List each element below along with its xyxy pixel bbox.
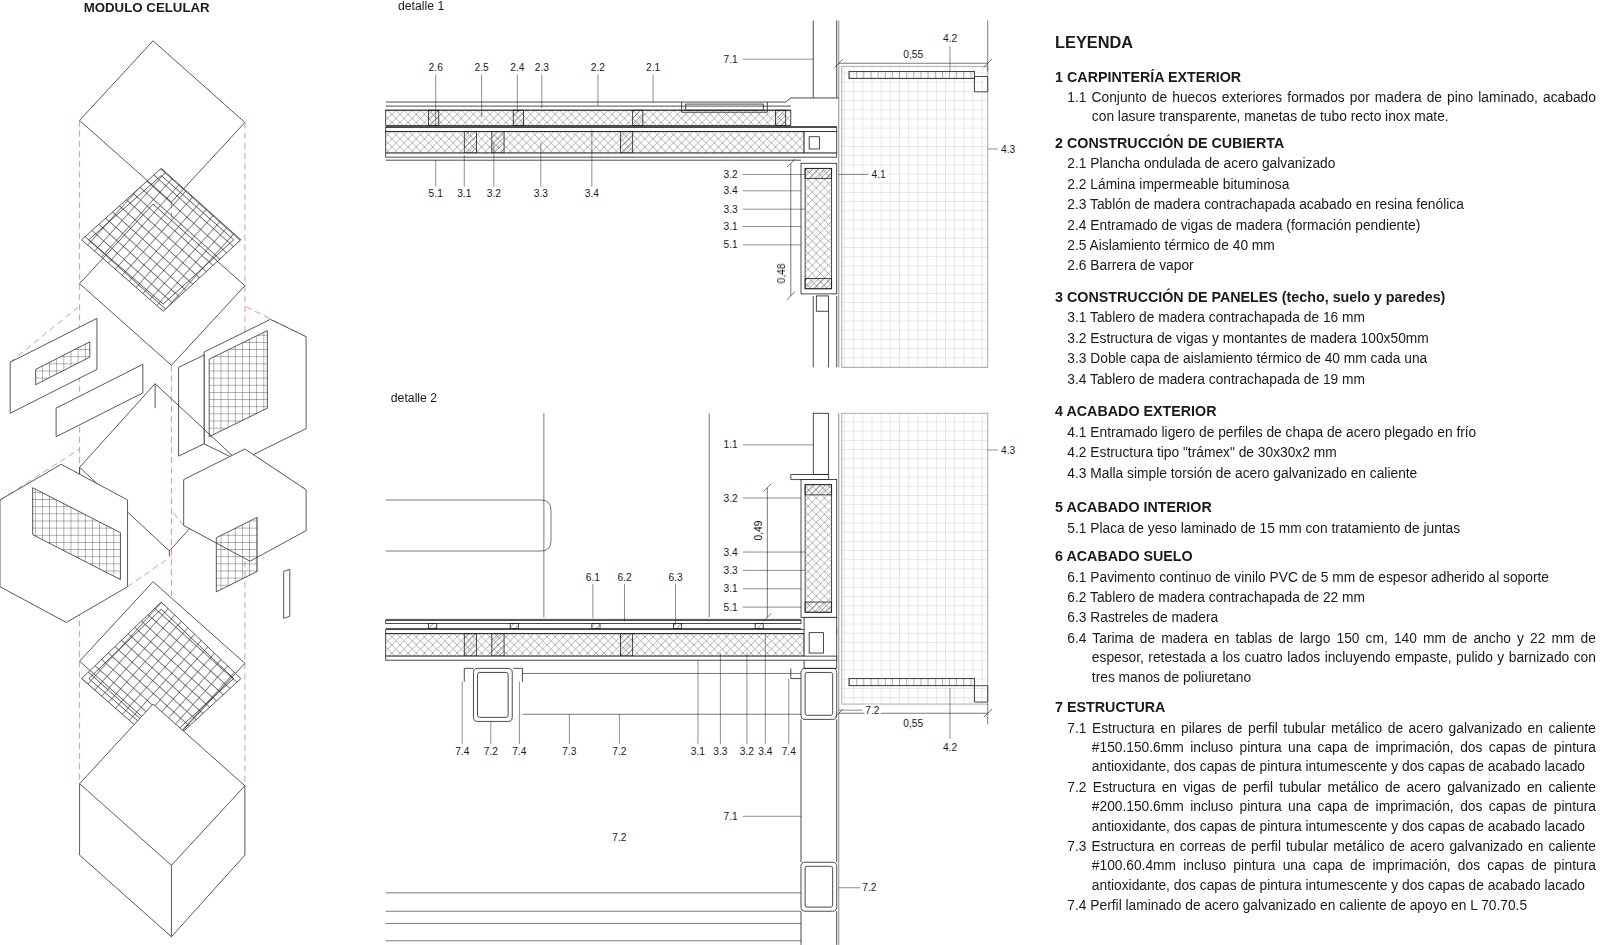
callout-number: 7.2 (864, 705, 880, 716)
callout-number: 3.3 (722, 204, 738, 215)
callout-number: 6.1 (585, 572, 601, 583)
legend-item: 2.5 Aislamiento térmico de 40 mm (1067, 236, 1596, 255)
callout-number: 0,48 (776, 263, 787, 285)
callout-number: 7.4 (781, 745, 797, 756)
callout-number: 2.4 (509, 62, 525, 73)
legend-item: 6.3 Rastreles de madera (1067, 608, 1596, 627)
callout-number: 3.4 (722, 185, 738, 196)
callout-number: 0,49 (753, 520, 764, 542)
callout-number: 3.1 (456, 188, 472, 199)
callout-number: 3.2 (722, 492, 738, 503)
callout-number: 6.3 (667, 572, 683, 583)
legend-item: 3.2 Estructura de vigas y montantes de m… (1067, 329, 1596, 348)
legend-section: 6 ACABADO SUELO (1055, 547, 1596, 566)
callout-number: 7.3 (561, 745, 577, 756)
callout-number: 7.2 (483, 745, 499, 756)
callout-number: 2.3 (534, 62, 550, 73)
legend-item: 7.4 Perfil laminado de acero galvanizado… (1067, 896, 1596, 915)
legend-item: 6.4 Tarima de madera en tablas de largo … (1067, 629, 1596, 687)
callout-number: 4.2 (942, 33, 958, 44)
callout-number: 7.2 (611, 832, 627, 843)
legend-heading: LEYENDA (1055, 33, 1133, 53)
legend-section: 4 ACABADO EXTERIOR (1055, 402, 1596, 421)
callout-number: 3.2 (486, 188, 502, 199)
callout-number: 5.1 (428, 188, 444, 199)
callout-number: 3.1 (722, 221, 738, 232)
legend-item: 7.2 Estructura en vigas de perfil tubula… (1067, 778, 1596, 836)
callout-number: 0,55 (902, 718, 924, 729)
isometric-module (0, 41, 306, 937)
callout-number: 7.1 (722, 54, 738, 65)
callout-number: 2.2 (590, 62, 606, 73)
legend-section: 2 CONSTRUCCIÓN DE CUBIERTA (1055, 134, 1596, 153)
detail-title: detalle 1 (398, 0, 444, 13)
callout-number: 2.5 (474, 62, 490, 73)
legend-item: 4.1 Entramado ligero de perfiles de chap… (1067, 422, 1596, 441)
legend-section: 1 CARPINTERÍA EXTERIOR (1055, 67, 1596, 86)
legend-item: 3.4 Tablero de madera contrachapada de 1… (1067, 369, 1596, 388)
legend-item: 1.1 Conjunto de huecos exteriores formad… (1067, 88, 1596, 127)
callout-number: 3.4 (584, 188, 600, 199)
callout-number: 3.1 (690, 745, 706, 756)
legend-item: 2.4 Entramado de vigas de madera (formac… (1067, 215, 1596, 234)
legend-item: 5.1 Placa de yeso laminado de 15 mm con … (1067, 518, 1596, 537)
callout-number: 0,55 (902, 48, 924, 59)
callout-number: 4.3 (1000, 444, 1016, 455)
callout-number: 3.2 (722, 169, 738, 180)
callout-number: 1.1 (722, 439, 738, 450)
callout-number: 4.1 (870, 169, 886, 180)
callout-number: 3.4 (722, 546, 738, 557)
callout-number: 3.3 (712, 745, 728, 756)
callout-number: 2.1 (645, 62, 661, 73)
callout-number: 5.1 (722, 602, 738, 613)
legend-section: 3 CONSTRUCCIÓN DE PANELES (techo, suelo … (1055, 288, 1596, 307)
callout-number: 5.1 (722, 239, 738, 250)
legend-item: 4.3 Malla simple torsión de acero galvan… (1067, 463, 1596, 482)
legend-item: 3.3 Doble capa de aislamiento térmico de… (1067, 349, 1596, 368)
callout-number: 3.4 (757, 745, 773, 756)
callout-number: 7.4 (511, 745, 527, 756)
callout-number: 2.6 (428, 62, 444, 73)
legend-section: 5 ACABADO INTERIOR (1055, 498, 1596, 517)
callout-number: 7.4 (454, 745, 470, 756)
callout-number: 3.3 (722, 565, 738, 576)
callout-number: 7.1 (722, 811, 738, 822)
callout-number: 4.2 (942, 741, 958, 752)
legend-item: 2.6 Barrera de vapor (1067, 256, 1596, 275)
legend-item: 6.2 Tablero de madera contrachapada de 2… (1067, 588, 1596, 607)
legend-item: 2.3 Tablón de madera contrachapada acaba… (1067, 195, 1596, 214)
callout-number: 7.2 (861, 882, 877, 893)
legend-item: 3.1 Tablero de madera contrachapada de 1… (1067, 308, 1596, 327)
callout-number: 3.3 (533, 188, 549, 199)
legend-item: 7.1 Estructura en pilares de perfil tubu… (1067, 718, 1596, 776)
callout-number: 3.2 (739, 745, 755, 756)
callout-number: 6.2 (616, 572, 632, 583)
callout-number: 7.2 (611, 745, 627, 756)
callout-number: 3.1 (722, 583, 738, 594)
legend-item: 4.2 Estructura tipo "trámex" de 30x30x2 … (1067, 443, 1596, 462)
legend-item: 6.1 Pavimento continuo de vinilo PVC de … (1067, 567, 1596, 586)
detail-title: detalle 2 (391, 391, 437, 405)
legend-item: 2.2 Lámina impermeable bituminosa (1067, 174, 1596, 193)
legend-item: 7.3 Estructura en correas de perfil tubu… (1067, 837, 1596, 895)
title: MODULO CELULAR (84, 0, 210, 15)
legend-section: 7 ESTRUCTURA (1055, 698, 1596, 717)
detail-2-drawing (386, 413, 998, 945)
detail-1-drawing (386, 20, 998, 367)
callout-number: 4.3 (1000, 143, 1016, 154)
legend-item: 2.1 Plancha ondulada de acero galvanizad… (1067, 154, 1596, 173)
